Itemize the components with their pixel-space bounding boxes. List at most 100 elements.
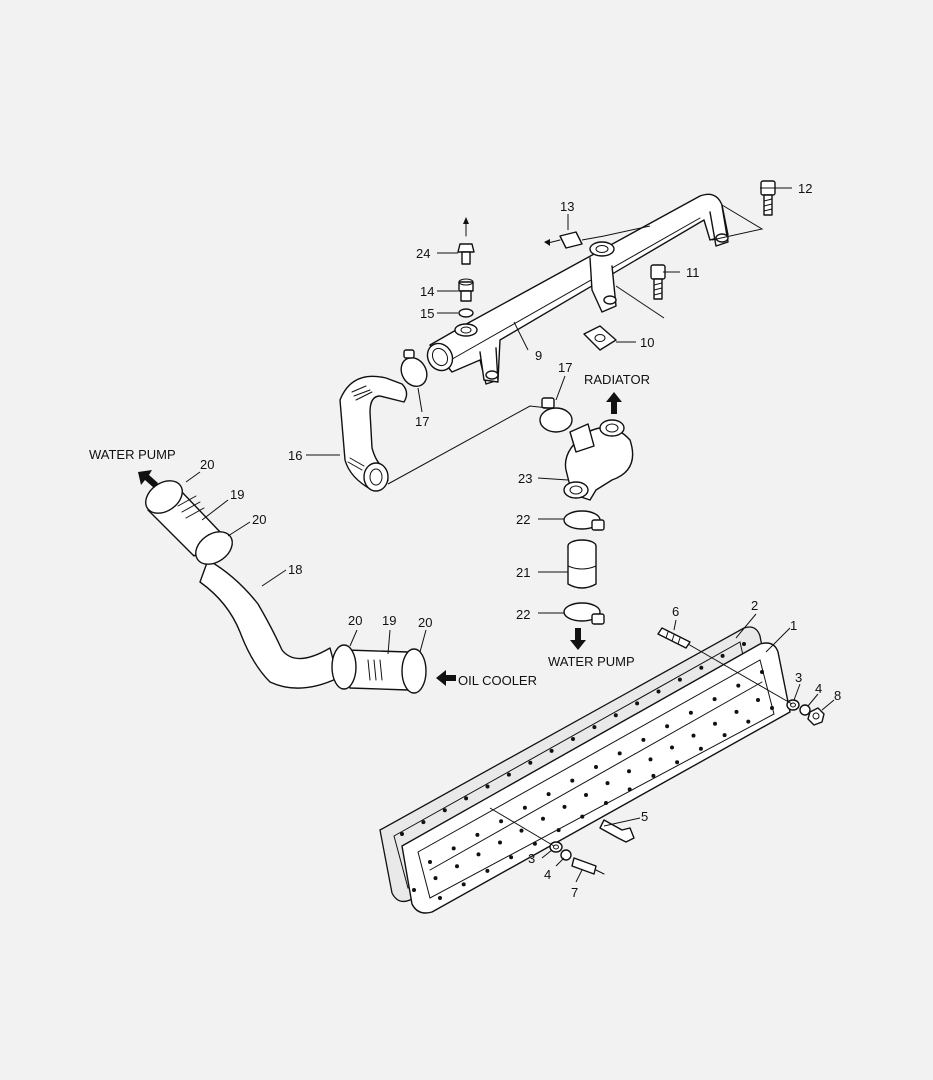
- callout-19a: 19: [230, 487, 244, 502]
- washer-part-3b: [549, 841, 563, 853]
- callout-5: 5: [641, 809, 648, 824]
- cover-plate-bolt-hole: [594, 765, 598, 769]
- cover-plate-bolt-hole: [532, 841, 537, 846]
- gasket-bolt-hole: [656, 689, 661, 694]
- gasket-bolt-hole: [412, 888, 416, 892]
- callout-9: 9: [535, 348, 542, 363]
- gasket-bolt-hole: [506, 772, 511, 777]
- gasket-bolt-hole: [648, 757, 653, 762]
- cover-plate-bolt-hole: [675, 760, 680, 765]
- gasket-bolt-hole: [627, 769, 631, 774]
- thermostat-housing-part-23: [563, 419, 634, 501]
- callout-7: 7: [571, 885, 578, 900]
- callout-20a: 20: [200, 457, 214, 472]
- callout-14: 14: [420, 284, 434, 299]
- cover-plate-bolt-hole: [604, 801, 608, 805]
- arrow-up-left-icon: [138, 470, 158, 488]
- callout-19b: 19: [382, 613, 396, 628]
- hose-part-18: [199, 559, 339, 689]
- gasket-bolt-hole: [605, 781, 610, 786]
- cover-plate-bolt-hole: [546, 792, 551, 797]
- bracket-part-10: [583, 325, 617, 351]
- coolant-manifold-pipe: [426, 193, 729, 385]
- gasket-bolt-hole: [455, 864, 459, 869]
- cover-plate-bolt-hole: [438, 896, 442, 900]
- callout-8: 8: [834, 688, 841, 703]
- clamp-part-20c: [331, 644, 357, 690]
- cover-plate-bolt-hole: [428, 860, 432, 864]
- oil-cooler-label: OIL COOLER: [458, 673, 537, 688]
- callout-17b: 17: [558, 360, 572, 375]
- clamp-part-20d: [401, 648, 427, 694]
- stud-part-6: [657, 627, 691, 649]
- cover-plate-bolt-hole: [688, 710, 693, 715]
- callout-22b: 22: [516, 607, 530, 622]
- cover-plate-bolt-hole: [485, 868, 490, 873]
- cover-plate-bolt-hole: [698, 746, 703, 751]
- callout-11: 11: [686, 265, 700, 280]
- clamp-part-20b: [195, 531, 233, 565]
- cover-plate-bolt-hole: [760, 670, 764, 674]
- cover-plate-bolt-hole: [617, 751, 622, 756]
- gasket-bolt-hole: [464, 796, 469, 801]
- callout-21: 21: [516, 565, 530, 580]
- callout-3a: 3: [795, 670, 802, 685]
- gasket-bolt-hole: [433, 876, 438, 881]
- callout-15: 15: [420, 306, 434, 321]
- gasket-bolt-hole: [713, 721, 717, 726]
- callout-13: 13: [560, 199, 574, 214]
- stud-part-7: [571, 857, 605, 875]
- cover-plate-bolt-hole: [651, 773, 656, 778]
- gasket-bolt-hole: [400, 832, 404, 836]
- bolt-part-11: [650, 264, 666, 300]
- flow-labels: RADIATOR WATER PUMP WATER PUMP OIL COOLE…: [89, 372, 650, 688]
- gasket-bolt-hole: [476, 852, 481, 857]
- sender-part-24: [457, 217, 475, 265]
- gasket-bolt-hole: [742, 642, 746, 646]
- gasket-bolt-hole: [756, 698, 760, 702]
- o-ring-part-15: [458, 308, 474, 318]
- washer-part-3a: [786, 699, 800, 711]
- cover-plate-bolt-hole: [627, 787, 632, 792]
- bolt-part-12: [760, 180, 776, 216]
- gasket-bolt-hole: [549, 748, 554, 753]
- cover-plate-bolt-hole: [746, 719, 751, 724]
- gasket-bolt-hole: [442, 808, 447, 813]
- cover-plate-bolt-hole: [712, 697, 717, 702]
- sensor-part-13: [544, 231, 583, 249]
- cover-plate-bolt-hole: [736, 683, 741, 688]
- callout-17a: 17: [415, 414, 429, 429]
- radiator-label: RADIATOR: [584, 372, 650, 387]
- nut-part-8: [807, 707, 825, 726]
- gasket-bolt-hole: [528, 760, 533, 765]
- gasket-bolt-hole: [691, 733, 696, 738]
- sleeve-part-21: [567, 539, 597, 589]
- arrow-up-icon: [606, 392, 622, 414]
- callout-12: 12: [798, 181, 812, 196]
- callout-2: 2: [751, 598, 758, 613]
- callout-labels: 12 11 13 24 14 15 10 9 16 17 17 23 22 21…: [200, 181, 841, 900]
- cover-plate-bolt-hole: [461, 882, 466, 887]
- callout-20c: 20: [348, 613, 362, 628]
- gasket-bolt-hole: [613, 713, 618, 718]
- cover-plate-bolt-hole: [580, 814, 585, 819]
- water-pump-top-label: WATER PUMP: [89, 447, 176, 462]
- gasket-bolt-hole: [677, 677, 682, 682]
- gasket-bolt-hole: [635, 701, 640, 706]
- gasket-bolt-hole: [498, 840, 502, 845]
- clamp-part-22a: [563, 510, 605, 531]
- cover-plate-bolt-hole: [722, 733, 727, 738]
- callout-24: 24: [416, 246, 430, 261]
- clamp-part-22b: [563, 602, 605, 625]
- gasket-bolt-hole: [699, 665, 704, 670]
- lock-washer-part-4b: [560, 849, 572, 861]
- gasket-bolt-hole: [421, 820, 426, 825]
- clamp-part-17b: [539, 397, 573, 433]
- gasket-bolt-hole: [670, 745, 674, 750]
- callout-1: 1: [790, 618, 797, 633]
- gasket-bolt-hole: [541, 816, 545, 821]
- callout-6: 6: [672, 604, 679, 619]
- arrow-down-icon: [570, 628, 586, 650]
- cover-plate-bolt-hole: [522, 805, 527, 810]
